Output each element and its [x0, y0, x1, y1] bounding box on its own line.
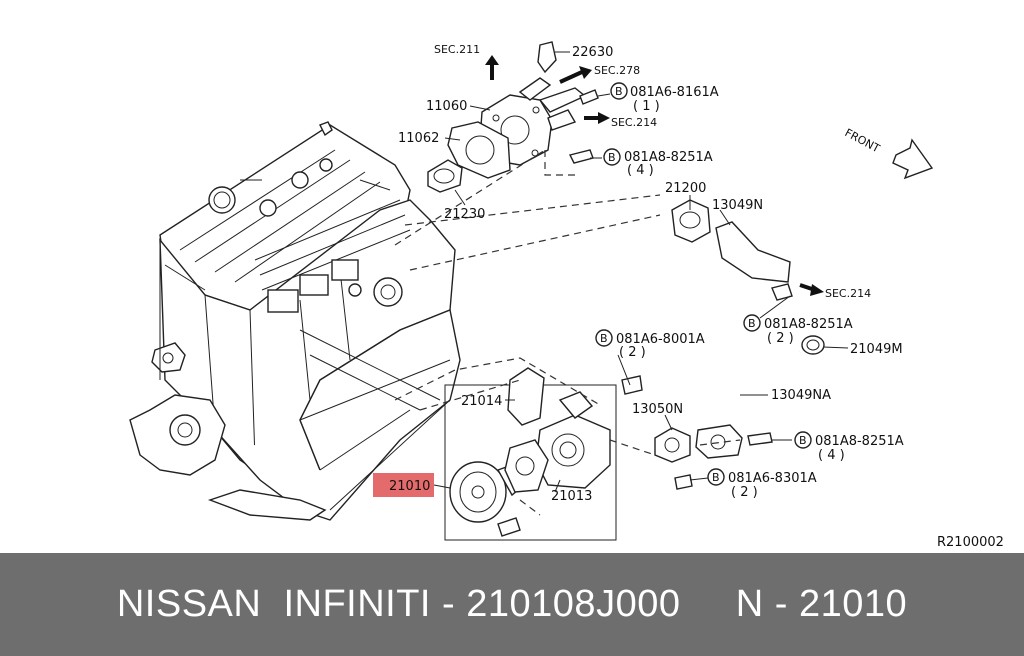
label-qty-2-bot: ( 2 ): [731, 485, 758, 500]
label-21200: 21200: [665, 181, 706, 196]
direction-arrows: [485, 55, 934, 296]
part-number-footer: NISSAN INFINITI - 210108J000 N - 21010: [0, 553, 1024, 656]
water-pipe-drawing: [621, 335, 825, 490]
label-sec-214-mid: SEC.214: [825, 287, 871, 300]
label-21010: 21010: [389, 479, 430, 494]
bolt-marker-2: B: [608, 151, 616, 164]
part-labels: SEC.211 22630 SEC.278 11060 081A6-8161A …: [389, 43, 1004, 550]
label-11062: 11062: [398, 131, 439, 146]
parts-diagram: B B B B B B SEC.211 22630 SEC.278 11060 …: [129, 41, 1004, 550]
bolt-markers: B B B B B B: [595, 82, 812, 486]
bolt-marker-6: B: [712, 471, 720, 484]
label-qty-4-top: ( 4 ): [627, 163, 654, 178]
diagram-reference-code: R2100002: [937, 535, 1004, 550]
label-leaders: [433, 51, 849, 493]
label-13049na: 13049NA: [771, 388, 831, 403]
highlight-box: [373, 473, 434, 497]
bolt-marker-4: B: [600, 332, 608, 345]
label-13049n: 13049N: [712, 198, 763, 213]
label-081a8-8251a-top: 081A8-8251A: [624, 150, 713, 165]
label-qty-1: ( 1 ): [633, 99, 660, 114]
label-13050n: 13050N: [632, 402, 683, 417]
label-21013: 21013: [551, 489, 592, 504]
label-sec-214-top: SEC.214: [611, 116, 657, 129]
label-21014: 21014: [461, 394, 502, 409]
thermostat-housing-drawing: [427, 41, 599, 193]
label-front: FRONT: [843, 126, 883, 155]
bolt-marker-5: B: [799, 434, 807, 447]
label-22630: 22630: [572, 45, 613, 60]
label-qty-2-left: ( 2 ): [619, 345, 646, 360]
label-081a8-8251a-bot: 081A8-8251A: [815, 434, 904, 449]
label-081a6-8301a: 081A6-8301A: [728, 471, 817, 486]
label-21049m: 21049M: [850, 342, 903, 357]
label-081a6-8161a: 081A6-8161A: [630, 85, 719, 100]
dashed-connectors: [394, 149, 741, 516]
label-081a8-8251a-mid: 081A8-8251A: [764, 317, 853, 332]
engine-block-drawing: [129, 121, 461, 521]
label-11060: 11060: [426, 99, 467, 114]
bolt-marker-1: B: [615, 85, 623, 98]
label-sec-278: SEC.278: [594, 64, 640, 77]
diagram-svg: B B B B B B SEC.211 22630 SEC.278 11060 …: [129, 41, 1004, 550]
footer-part-text: NISSAN INFINITI - 210108J000 N - 21010: [116, 583, 908, 625]
label-21230: 21230: [444, 207, 485, 222]
label-081a6-8001a: 081A6-8001A: [616, 332, 705, 347]
label-qty-4-bot: ( 4 ): [818, 448, 845, 463]
bolt-marker-3: B: [748, 317, 756, 330]
label-sec-211: SEC.211: [434, 43, 480, 56]
water-outlet-drawing: [671, 199, 793, 301]
label-qty-2-mid: ( 2 ): [767, 331, 794, 346]
water-pump-drawing: [444, 367, 617, 541]
